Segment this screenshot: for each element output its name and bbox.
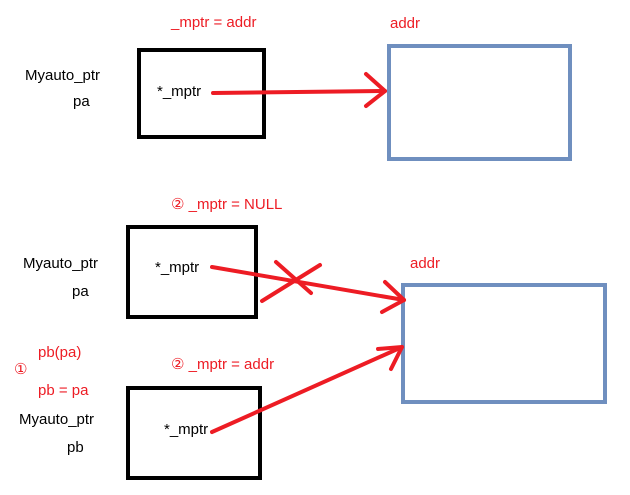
bottom-pb-object-box [126,386,262,480]
bottom-addr-memory-box [401,283,607,404]
bottom-pa-type: Myauto_ptr [23,255,99,272]
pa-pointer-arrow [210,265,406,314]
top-mptr-annotation: _mptr = addr [171,14,257,31]
pa-null-annotation: ② _mptr = NULL [171,196,283,213]
assignment-label: pb = pa [38,382,89,399]
bottom-pb-type: Myauto_ptr [19,411,95,428]
top-member-label: *_mptr [157,83,202,100]
top-addr-memory-box [387,44,572,161]
top-pointer-arrow [211,72,387,108]
bottom-pa-name: pa [72,283,89,300]
top-addr-label: addr [390,15,421,32]
copy-constructor-label: pb(pa) [38,344,82,361]
top-object-type: Myauto_ptr [25,67,101,84]
pb-addr-annotation: ② _mptr = addr [171,356,275,373]
bottom-pb-name: pb [67,439,84,456]
pb-pointer-arrow [210,345,404,434]
bottom-pb-member: *_mptr [164,421,209,438]
cross-mark-icon [260,260,322,303]
top-object-name: pa [73,93,90,110]
bottom-pa-member: *_mptr [155,259,200,276]
bottom-pa-object-box [126,225,258,319]
step-one-marker: ① [14,361,28,378]
bottom-addr-label: addr [410,255,441,272]
